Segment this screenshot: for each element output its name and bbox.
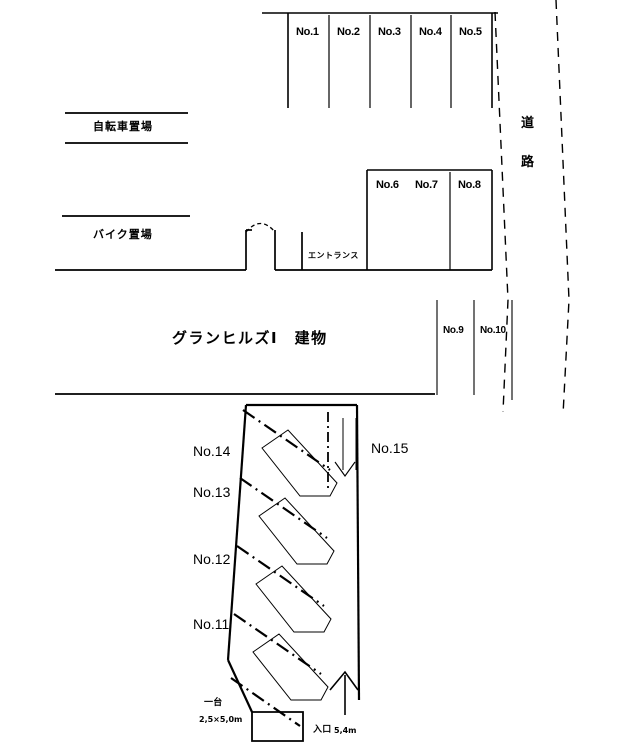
road-outer-dashed-line bbox=[555, 0, 570, 416]
sample-stall-box bbox=[251, 711, 304, 742]
road-boundary-lines bbox=[494, 0, 570, 416]
unit-size-label: 2,5×5,0m bbox=[199, 715, 243, 724]
stall-15-group bbox=[327, 412, 357, 490]
unit-count-label: 一台 bbox=[204, 698, 223, 708]
stall-label-no1: No.1 bbox=[296, 26, 319, 38]
stall-label-no6: No.6 bbox=[376, 179, 399, 191]
road-label-line1: 道 bbox=[521, 116, 535, 131]
lower-lot-left-edge bbox=[226, 404, 248, 661]
road-inner-dashed-line bbox=[494, 11, 509, 413]
stall-label-no9: No.9 bbox=[443, 325, 464, 336]
stall-label-no14: No.14 bbox=[193, 443, 231, 459]
lower-lot-outline bbox=[226, 403, 361, 713]
stall-label-no5: No.5 bbox=[459, 26, 482, 38]
stall-shape-12 bbox=[255, 565, 332, 633]
stall-label-no12: No.12 bbox=[193, 551, 231, 567]
stall-label-no8: No.8 bbox=[458, 179, 481, 191]
building-outline bbox=[55, 112, 492, 395]
right-stalls-block bbox=[436, 300, 513, 400]
entrance-hall-label: エントランス bbox=[308, 251, 359, 260]
stall-label-no11: No.11 bbox=[193, 616, 230, 632]
stall-label-no10: No.10 bbox=[480, 325, 506, 336]
stall-shape-13 bbox=[258, 497, 335, 565]
middle-parking-block bbox=[366, 169, 493, 270]
sample-stall-rect bbox=[251, 711, 304, 742]
stall15-chevron-marker bbox=[334, 461, 356, 477]
upper-parking-block bbox=[262, 12, 498, 108]
stall-label-no15: No.15 bbox=[371, 440, 409, 456]
bicycle-parking-label: 自転車置場 bbox=[93, 120, 153, 133]
stall-label-no4: No.4 bbox=[419, 26, 442, 38]
stall-label-no3: No.3 bbox=[378, 26, 401, 38]
stall-shape-14 bbox=[261, 429, 338, 497]
lower-lot-bottom-left-edge bbox=[227, 659, 253, 713]
road-label-line2: 路 bbox=[521, 155, 535, 170]
stall-label-no13: No.13 bbox=[193, 484, 231, 500]
entrance-width-label: 5,4m bbox=[334, 726, 357, 735]
entry-arch bbox=[245, 222, 276, 233]
motorcycle-parking-label: バイク置場 bbox=[93, 228, 153, 241]
stall-label-no2: No.2 bbox=[337, 26, 360, 38]
stall-shape-11 bbox=[252, 633, 329, 701]
entrance-arrow bbox=[329, 670, 359, 715]
entrance-text-label: 入口 bbox=[313, 725, 332, 735]
building-name-label: グランヒルズⅠ 建物 bbox=[172, 329, 328, 347]
stall-label-no7: No.7 bbox=[415, 179, 438, 191]
entrance-arrow-head bbox=[329, 670, 359, 691]
angled-stall-separators bbox=[230, 409, 331, 727]
lower-lot-right-edge bbox=[355, 404, 361, 701]
angled-stall-shapes bbox=[252, 429, 338, 701]
